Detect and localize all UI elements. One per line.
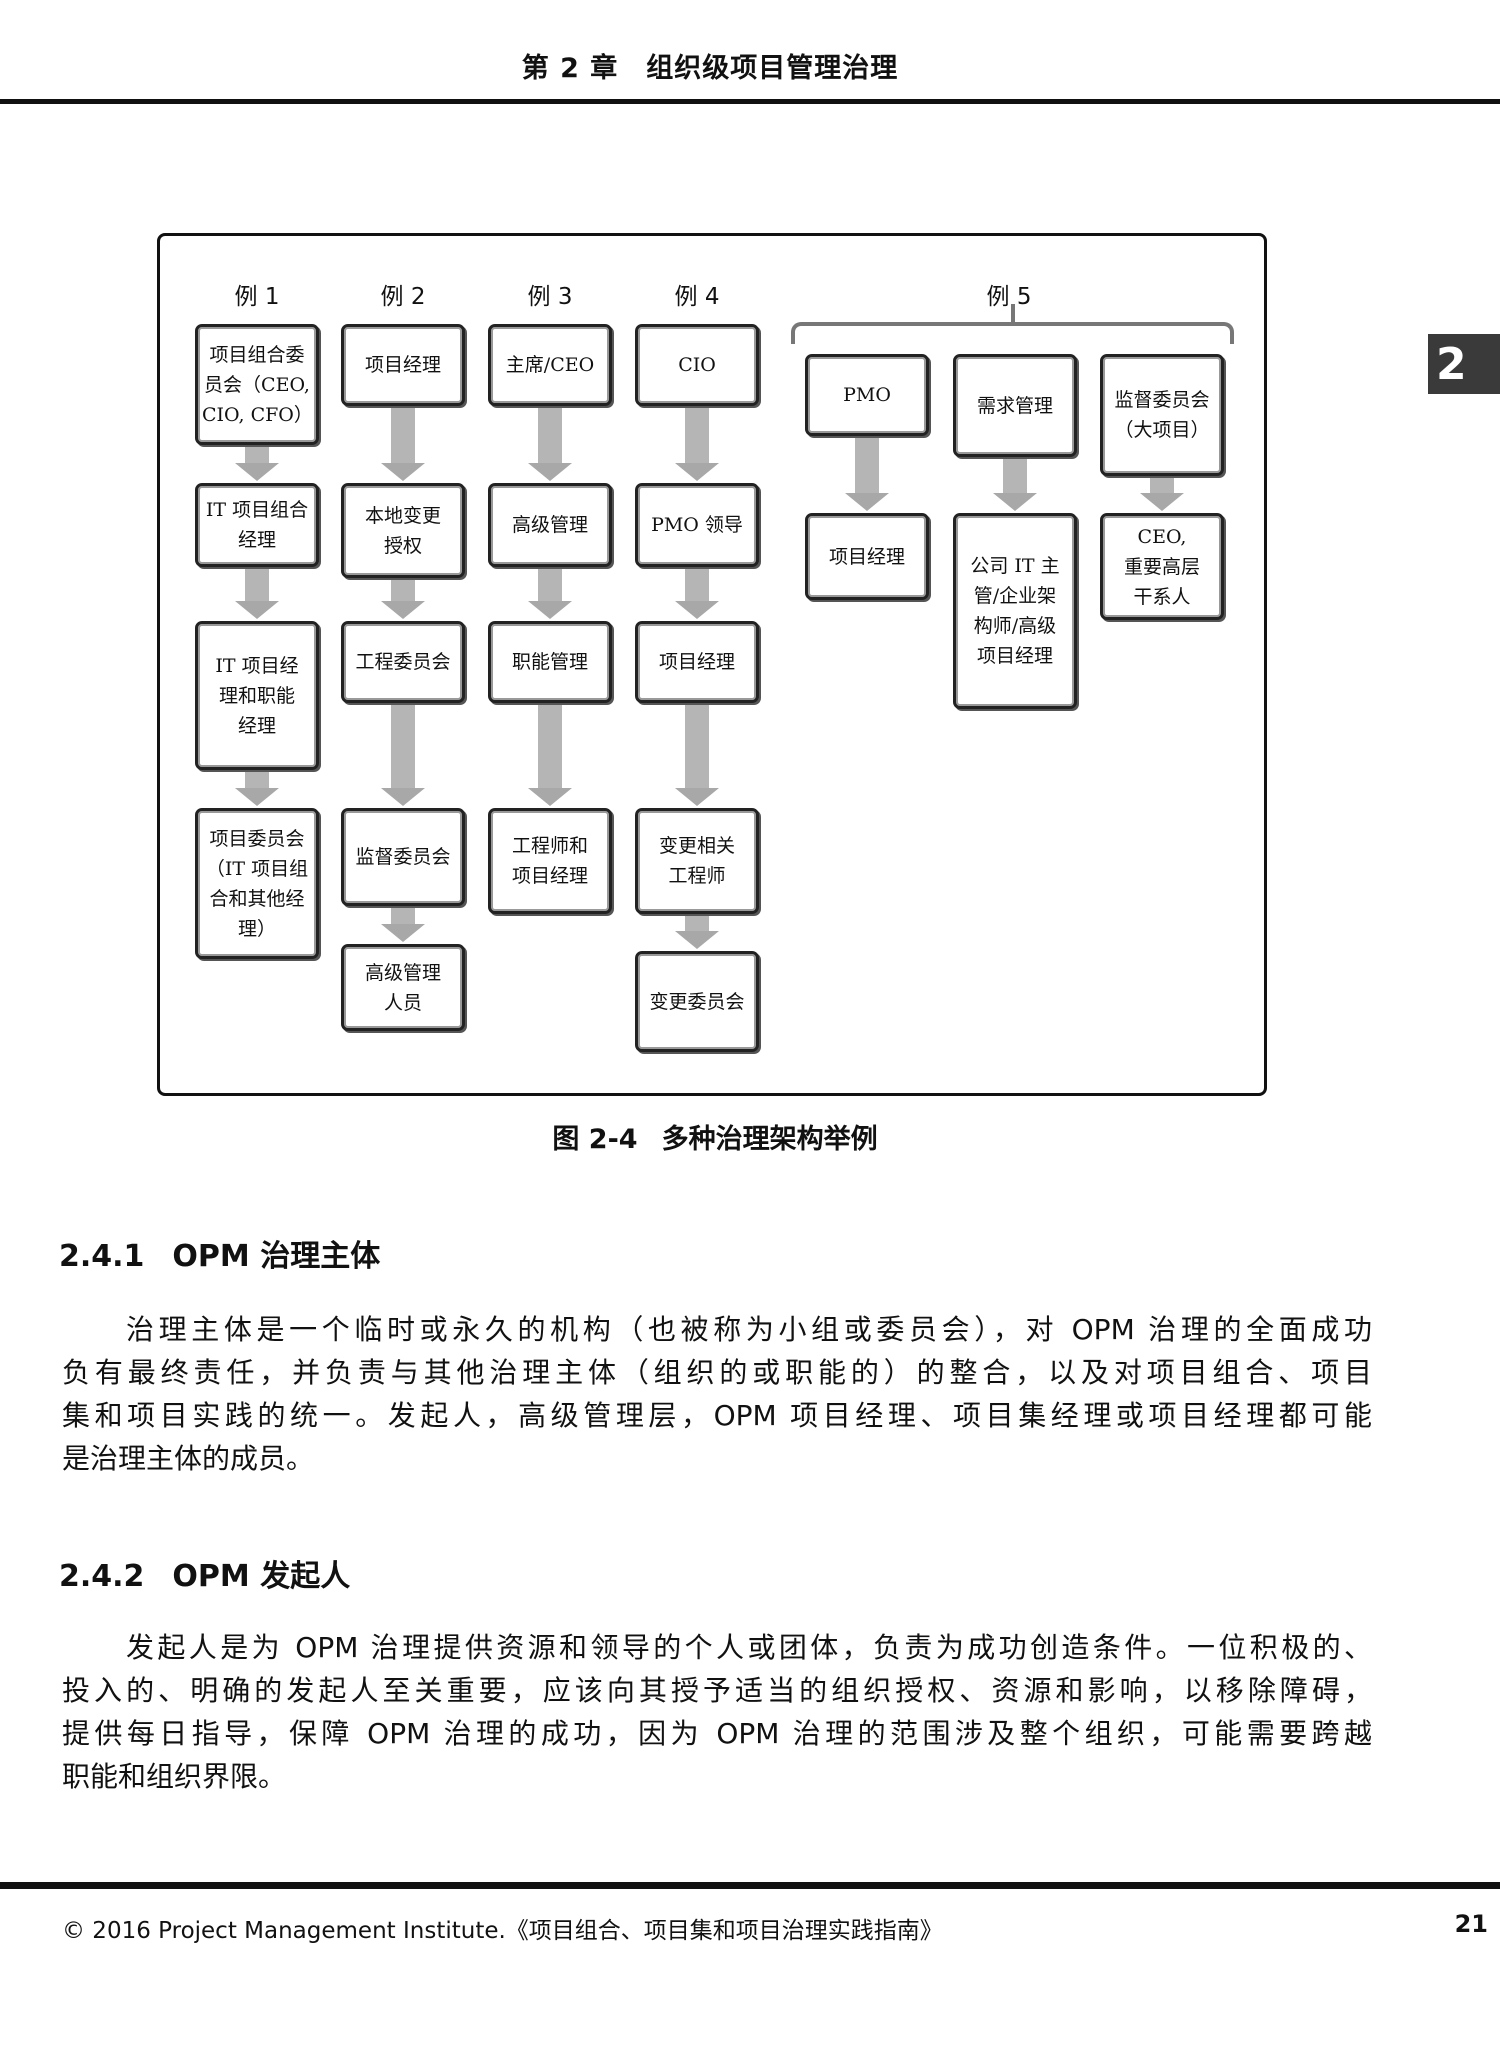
down-arrow-icon bbox=[378, 908, 428, 942]
down-arrow-icon bbox=[672, 569, 722, 619]
section-heading-2-4-1: 2.4.1 OPM 治理主体 bbox=[59, 1231, 380, 1275]
org-role-box: CEO, 重要高层 干系人 bbox=[1100, 513, 1224, 620]
org-role-box: 项目组合委 员会（CEO, CIO, CFO） bbox=[195, 324, 319, 445]
text-line: 是治理主体的成员。 bbox=[62, 1442, 315, 1475]
down-arrow-icon bbox=[672, 408, 722, 481]
down-arrow-icon bbox=[672, 705, 722, 806]
down-arrow-icon bbox=[525, 408, 575, 481]
down-arrow-icon bbox=[525, 705, 575, 806]
text-line: 提供每日指导，保障 OPM 治理的成功，因为 OPM 治理的范围涉及整个组织，可… bbox=[62, 1717, 1372, 1750]
figure-frame bbox=[157, 233, 1267, 1096]
down-arrow-icon bbox=[378, 408, 428, 481]
down-arrow-icon bbox=[232, 772, 282, 806]
org-role-box: 项目经理 bbox=[635, 621, 759, 703]
org-role-box: PMO 领导 bbox=[635, 483, 759, 567]
text-line: 治理主体是一个临时或永久的机构（也被称为小组或委员会），对 OPM 治理的全面成… bbox=[126, 1313, 1372, 1346]
example5-bracket-stem bbox=[1011, 304, 1015, 324]
running-header: 第 2 章组织级项目管理治理 bbox=[0, 46, 1420, 85]
org-role-box: CIO bbox=[635, 324, 759, 406]
org-role-box: 工程委员会 bbox=[341, 621, 465, 703]
org-role-box: IT 项目经 理和职能 经理 bbox=[195, 621, 319, 770]
chapter-title: 组织级项目管理治理 bbox=[646, 53, 899, 84]
org-role-box: 主席/CEO bbox=[488, 324, 612, 406]
section-number: 2.4.1 bbox=[59, 1239, 145, 1274]
down-arrow-icon bbox=[378, 580, 428, 619]
example5-bracket bbox=[791, 322, 1234, 344]
header-rule bbox=[0, 99, 1500, 104]
section-title: OPM 发起人 bbox=[172, 1559, 351, 1594]
org-role-box: 监督委员会 （大项目） bbox=[1100, 354, 1224, 476]
org-role-box: IT 项目组合 经理 bbox=[195, 483, 319, 567]
caption-text: 多种治理架构举例 bbox=[661, 1124, 878, 1155]
example-heading: 例 4 bbox=[674, 284, 720, 310]
section-heading-2-4-2: 2.4.2 OPM 发起人 bbox=[59, 1551, 350, 1595]
figure-caption: 图 2-4 多种治理架构举例 bbox=[0, 1117, 1430, 1156]
page-number: 21 bbox=[1454, 1910, 1488, 1938]
org-role-box: 项目经理 bbox=[341, 324, 465, 406]
example-heading: 例 2 bbox=[380, 284, 426, 310]
example-heading: 例 3 bbox=[527, 284, 573, 310]
chapter-side-tab: 2 bbox=[1428, 334, 1500, 394]
down-arrow-icon bbox=[1137, 478, 1187, 511]
down-arrow-icon bbox=[842, 438, 892, 511]
footer-copyright: © 2016 Project Management Institute.《项目组… bbox=[62, 1918, 943, 1944]
org-role-box: 变更相关 工程师 bbox=[635, 808, 759, 914]
example-heading: 例 1 bbox=[234, 284, 280, 310]
text-line: 负有最终责任，并负责与其他治理主体（组织的或职能的）的整合，以及对项目组合、项目 bbox=[62, 1356, 1372, 1389]
org-role-box: 公司 IT 主 管/企业架 构师/高级 项目经理 bbox=[953, 513, 1077, 709]
text-line: 职能和组织界限。 bbox=[62, 1760, 287, 1793]
section-number: 2.4.2 bbox=[59, 1559, 145, 1594]
org-role-box: 本地变更 授权 bbox=[341, 483, 465, 578]
down-arrow-icon bbox=[990, 459, 1040, 511]
example-heading: 例 5 bbox=[986, 284, 1032, 310]
org-role-box: 需求管理 bbox=[953, 354, 1077, 457]
text-line: 集和项目实践的统一。发起人，高级管理层，OPM 项目经理、项目集经理或项目经理都… bbox=[62, 1399, 1372, 1432]
text-line: 投入的、明确的发起人至关重要，应该向其授予适当的组织授权、资源和影响，以移除障碍… bbox=[62, 1674, 1372, 1707]
paragraph-governance-body: 治理主体是一个临时或永久的机构（也被称为小组或委员会），对 OPM 治理的全面成… bbox=[62, 1308, 1372, 1480]
down-arrow-icon bbox=[525, 569, 575, 619]
org-role-box: 项目委员会 （IT 项目组 合和其他经 理） bbox=[195, 808, 319, 959]
chapter-number: 第 2 章 bbox=[521, 53, 619, 84]
down-arrow-icon bbox=[378, 705, 428, 806]
caption-number: 图 2-4 bbox=[552, 1124, 638, 1155]
section-title: OPM 治理主体 bbox=[172, 1239, 381, 1274]
org-role-box: 工程师和 项目经理 bbox=[488, 808, 612, 914]
org-role-box: 监督委员会 bbox=[341, 808, 465, 906]
org-role-box: 变更委员会 bbox=[635, 951, 759, 1052]
org-role-box: 高级管理 人员 bbox=[341, 944, 465, 1031]
paragraph-sponsor: 发起人是为 OPM 治理提供资源和领导的个人或团体，负责为成功创造条件。一位积极… bbox=[62, 1626, 1372, 1798]
org-role-box: PMO bbox=[805, 354, 929, 436]
footer-rule bbox=[0, 1882, 1500, 1889]
org-role-box: 职能管理 bbox=[488, 621, 612, 703]
down-arrow-icon bbox=[672, 916, 722, 949]
down-arrow-icon bbox=[232, 569, 282, 619]
org-role-box: 高级管理 bbox=[488, 483, 612, 567]
org-role-box: 项目经理 bbox=[805, 513, 929, 600]
text-line: 发起人是为 OPM 治理提供资源和领导的个人或团体，负责为成功创造条件。一位积极… bbox=[126, 1631, 1372, 1664]
down-arrow-icon bbox=[232, 447, 282, 481]
